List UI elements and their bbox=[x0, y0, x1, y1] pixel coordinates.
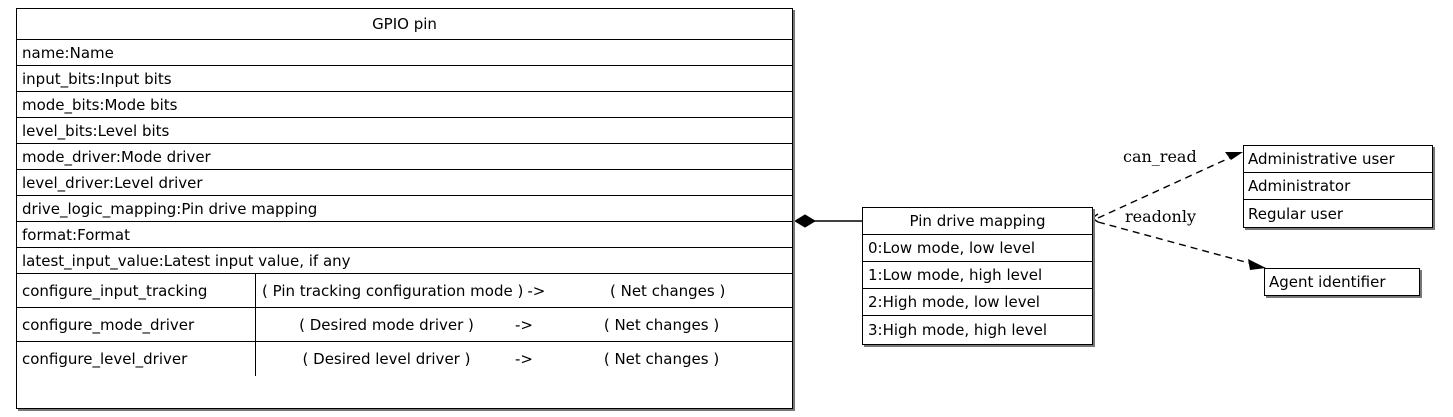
enum-value-row: Regular user bbox=[1248, 204, 1344, 223]
filled-diamond-marker bbox=[794, 214, 816, 228]
attribute-row: drive_logic_mapping:Pin drive mapping bbox=[17, 196, 792, 222]
enum-title-pin-drive-mapping: Pin drive mapping bbox=[863, 208, 1092, 235]
enum-title-administrative-user: Administrative user bbox=[1244, 146, 1432, 173]
attribute-row: latest_input_value:Latest input value, i… bbox=[17, 248, 792, 274]
method-name: configure_level_driver bbox=[17, 342, 256, 376]
attribute-row: name:Name bbox=[17, 40, 792, 66]
method-signature: ( Desired level driver ) -> ( Net change… bbox=[256, 342, 792, 376]
open-arrow-marker bbox=[1225, 152, 1243, 160]
class-title-agent-identifier: Agent identifier bbox=[1269, 273, 1386, 291]
method-name: configure_input_tracking bbox=[17, 274, 256, 307]
edge-label-readonly: readonly bbox=[1125, 207, 1196, 226]
method-returns: ( Net changes ) bbox=[603, 350, 720, 368]
attribute-row: level_bits:Level bits bbox=[17, 118, 792, 144]
method-returns: ( Net changes ) bbox=[603, 315, 720, 334]
class-box-gpio-pin[interactable]: GPIO pin name:Name input_bits:Input bits… bbox=[16, 8, 793, 409]
method-signature: ( Pin tracking configuration mode ) -> (… bbox=[256, 274, 792, 307]
enum-value-row: 3:High mode, high level bbox=[868, 320, 1048, 339]
enum-value-row: 1:Low mode, high level bbox=[863, 262, 1092, 289]
method-arrow: -> bbox=[515, 315, 533, 334]
attribute-row: mode_bits:Mode bits bbox=[17, 92, 792, 118]
enum-box-pin-drive-mapping[interactable]: Pin drive mapping 0:Low mode, low level … bbox=[862, 207, 1093, 345]
attribute-row: level_driver:Level driver bbox=[17, 170, 792, 196]
enum-value-row: Administrator bbox=[1244, 173, 1432, 200]
method-params: ( Desired level driver ) bbox=[302, 350, 471, 368]
method-signature: ( Desired mode driver ) -> ( Net changes… bbox=[256, 308, 792, 341]
method-returns: ( Net changes ) bbox=[609, 281, 726, 300]
edge-dependency-readonly bbox=[1097, 221, 1266, 270]
enum-value-row: 0:Low mode, low level bbox=[863, 235, 1092, 262]
method-row: configure_input_tracking ( Pin tracking … bbox=[17, 274, 792, 308]
class-box-agent-identifier[interactable]: Agent identifier bbox=[1264, 268, 1420, 296]
attribute-row: format:Format bbox=[17, 222, 792, 248]
enum-box-administrative-user[interactable]: Administrative user Administrator Regula… bbox=[1243, 145, 1433, 228]
method-arrow: -> bbox=[515, 350, 533, 368]
enum-value-row: 2:High mode, low level bbox=[863, 289, 1092, 316]
edge-label-can-read: can_read bbox=[1123, 147, 1197, 166]
method-params: ( Desired mode driver ) bbox=[299, 315, 474, 334]
class-title-gpio-pin: GPIO pin bbox=[17, 9, 792, 40]
method-name: configure_mode_driver bbox=[17, 308, 256, 341]
method-params: ( Pin tracking configuration mode ) bbox=[262, 281, 524, 300]
attribute-row: input_bits:Input bits bbox=[17, 66, 792, 92]
edge-composition-gpio-to-pin-drive-mapping bbox=[794, 214, 862, 228]
method-row: configure_mode_driver ( Desired mode dri… bbox=[17, 308, 792, 342]
method-row: configure_level_driver ( Desired level d… bbox=[17, 342, 792, 376]
attribute-row: mode_driver:Mode driver bbox=[17, 144, 792, 170]
method-arrow: -> bbox=[527, 281, 546, 300]
